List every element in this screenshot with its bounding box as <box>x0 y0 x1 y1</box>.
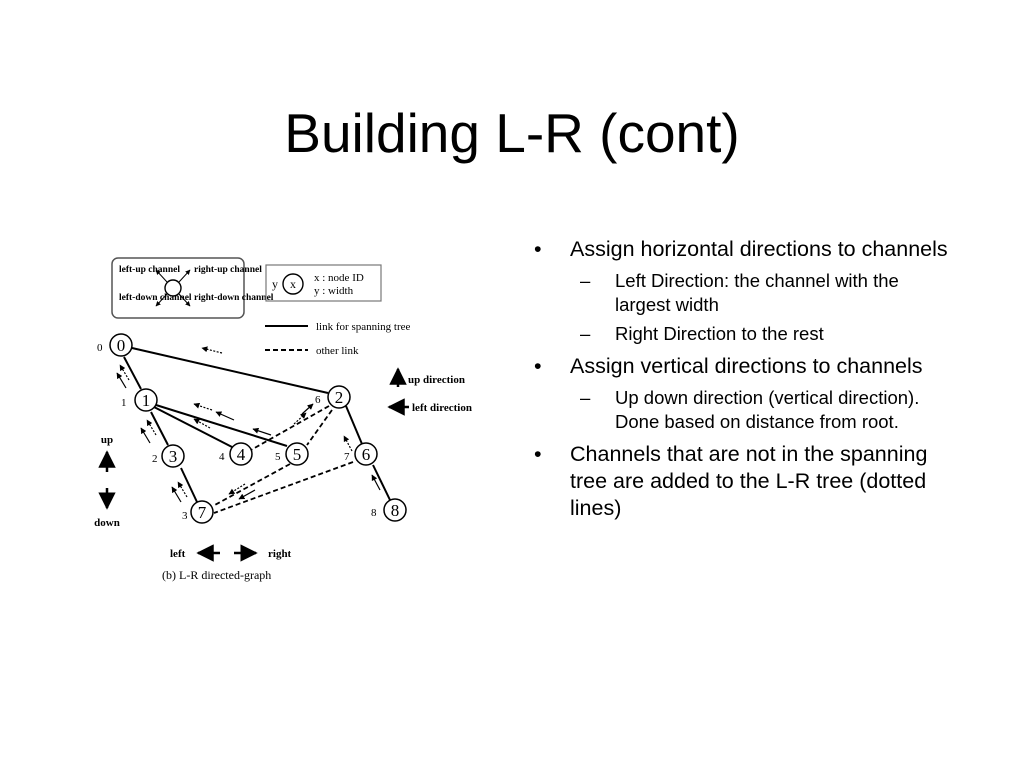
node-6: 6 7 <box>344 442 378 466</box>
node-3-width: 2 <box>152 453 158 465</box>
bullet-channels-not-in-tree: Channels that are not in the spanning tr… <box>532 441 952 522</box>
node-key-outer-label: y <box>272 277 278 291</box>
node-8: 8 8 <box>371 498 407 522</box>
left-direction-label: left direction <box>412 402 472 414</box>
bullet-vertical-directions: Assign vertical directions to channels U… <box>532 353 952 434</box>
node-5: 5 5 <box>275 442 309 466</box>
node-2-width: 6 <box>315 394 321 406</box>
other-links <box>212 405 354 514</box>
diagram-svg: left-up channel right-up channel left-do… <box>94 257 472 582</box>
bullet-list: Assign horizontal directions to channels… <box>532 236 952 529</box>
node-8-width: 8 <box>371 507 377 519</box>
bullet-text: Assign horizontal directions to channels <box>570 237 948 261</box>
node-4: 4 4 <box>219 442 253 466</box>
bullet-text: Channels that are not in the spanning tr… <box>570 442 928 520</box>
legend-right-down-label: right-down channel <box>194 293 274 303</box>
spanning-tree-links <box>123 347 391 503</box>
node-0-id: 0 <box>117 336 126 355</box>
node-1-id: 1 <box>142 391 151 410</box>
node-0: 0 0 <box>97 333 133 357</box>
node-8-id: 8 <box>391 501 400 520</box>
slide-title: Building L-R (cont) <box>284 102 740 164</box>
node-6-id: 6 <box>362 445 371 464</box>
node-key-inner-label: x <box>290 277 296 291</box>
sub-bullet-up-down-direction: Up down direction (vertical direction). … <box>570 386 952 434</box>
sub-bullet-left-direction: Left Direction: the channel with the lar… <box>570 269 952 317</box>
diagram-caption: (b) L-R directed-graph <box>162 568 271 582</box>
other-link-label: other link <box>316 345 359 357</box>
bullet-horizontal-directions: Assign horizontal directions to channels… <box>532 236 952 346</box>
legend-right-up-label: right-up channel <box>194 265 262 275</box>
node-key-width-text: y : width <box>314 285 354 297</box>
node-3: 3 2 <box>152 444 185 468</box>
node-key-id-text: x : node ID <box>314 272 364 284</box>
legend-left-down-label: left-down channel <box>119 293 192 303</box>
link-style-legend: link for spanning tree other link <box>265 321 411 357</box>
node-7-width: 3 <box>182 510 188 522</box>
node-6-width: 7 <box>344 451 350 463</box>
node-2-id: 2 <box>335 388 344 407</box>
node-2: 2 6 <box>315 385 351 409</box>
node-7-id: 7 <box>198 503 207 522</box>
tree-link-label: link for spanning tree <box>316 321 411 333</box>
node-5-id: 5 <box>293 445 302 464</box>
direction-legend: up direction left direction <box>387 367 472 416</box>
legend-left-up-label: left-up channel <box>119 265 180 275</box>
axis-up-label: up <box>101 434 113 446</box>
node-4-id: 4 <box>237 445 246 464</box>
lr-directed-graph-diagram: left-up channel right-up channel left-do… <box>84 250 504 590</box>
sub-bullet-list: Left Direction: the channel with the lar… <box>570 269 952 346</box>
node-4-width: 4 <box>219 451 225 463</box>
axis-right-label: right <box>268 548 292 560</box>
node-3-id: 3 <box>169 447 178 466</box>
link-direction-arrows <box>116 346 381 503</box>
graph-nodes: 0 0 1 1 2 6 3 2 4 4 <box>97 333 407 524</box>
left-right-axis: left right <box>170 544 292 562</box>
sub-bullet-right-direction: Right Direction to the rest <box>570 322 952 346</box>
channel-direction-legend: left-up channel right-up channel left-do… <box>111 257 274 319</box>
node-0-width: 0 <box>97 342 103 354</box>
node-1-width: 1 <box>121 397 127 409</box>
sub-bullet-list: Up down direction (vertical direction). … <box>570 386 952 434</box>
node-5-width: 5 <box>275 451 281 463</box>
axis-left-label: left <box>170 548 186 560</box>
node-key-legend: y x x : node ID y : width <box>265 264 382 302</box>
up-down-axis: up down <box>94 434 120 529</box>
node-1: 1 1 <box>121 388 158 412</box>
up-direction-label: up direction <box>408 374 465 386</box>
node-7: 7 3 <box>182 500 214 524</box>
axis-down-label: down <box>94 517 120 529</box>
bullet-text: Assign vertical directions to channels <box>570 354 923 378</box>
